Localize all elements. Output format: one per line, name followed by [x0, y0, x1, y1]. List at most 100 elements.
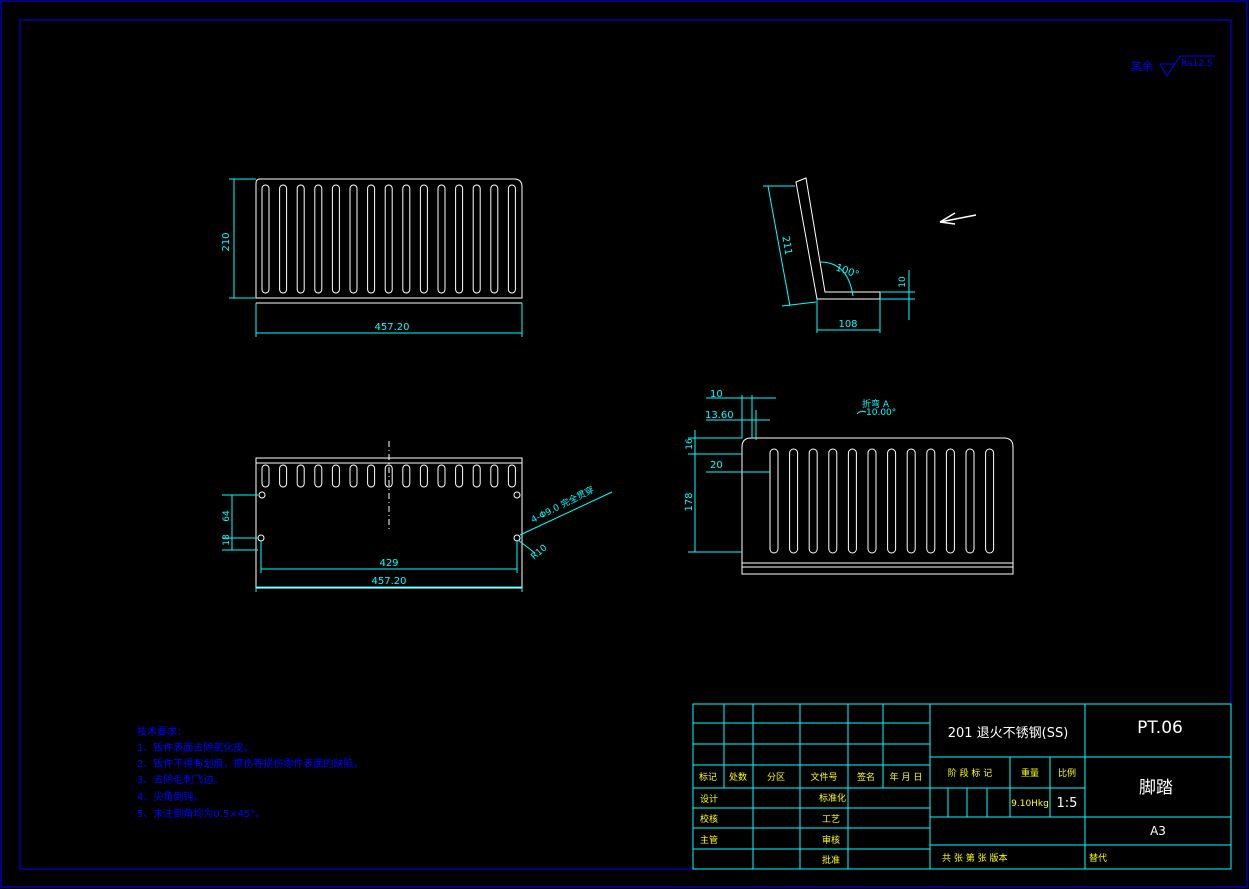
angle-arc — [819, 261, 854, 297]
top-slot — [507, 464, 516, 488]
role-review: 审核 — [822, 834, 840, 846]
hole-bottom-left — [257, 534, 265, 542]
front-slot — [507, 184, 516, 294]
title-block — [692, 703, 1232, 870]
front-height-dim: 210 — [221, 232, 232, 251]
detail-slot — [926, 448, 936, 554]
detail-slot — [867, 448, 877, 554]
top-slot — [472, 464, 481, 488]
top-slot — [402, 464, 411, 488]
tech-note-1: 1、钣件表面去除氧化皮。 — [137, 741, 253, 754]
part-name: 脚踏 — [1139, 778, 1173, 798]
top-slot — [419, 464, 428, 488]
header-sign: 签名 — [857, 771, 875, 783]
top-dim-429: 429 — [379, 558, 398, 569]
detail-slot — [985, 448, 995, 554]
top-view: 64 18 429 457.20 4-Φ9.0 完全贯穿 R10 — [222, 441, 613, 592]
role-standard: 标准化 — [819, 792, 846, 804]
detail-slot — [769, 448, 779, 554]
bend-note-icon — [856, 410, 867, 415]
front-slot — [437, 184, 446, 294]
supersede-label: 替代 — [1089, 852, 1107, 864]
bottom-sheet-info: 共 张 第 张 版本 — [942, 852, 1007, 864]
sheet-size: A3 — [1150, 824, 1166, 838]
front-slot — [261, 184, 270, 294]
header-mark: 标记 — [699, 771, 717, 783]
inner-frame — [19, 19, 1232, 870]
front-slot — [384, 184, 393, 294]
detail-view-outline — [741, 437, 1014, 564]
hole-top-left — [258, 491, 266, 499]
header-docno: 文件号 — [810, 771, 837, 783]
material-text: 201 退火不锈钢(SS) — [948, 726, 1069, 741]
role-manager: 主管 — [700, 834, 718, 846]
role-approve: 批准 — [822, 854, 840, 866]
roughness-label: 其余 — [1131, 59, 1153, 73]
side-view: 211 100° 10 108 — [763, 177, 977, 333]
roughness-symbol: 其余 Ra12.5 — [1131, 55, 1215, 77]
front-slot — [331, 184, 340, 294]
top-dim-457: 457.20 — [372, 576, 407, 587]
hole-top-right — [513, 491, 521, 499]
top-slots — [261, 464, 516, 488]
stage-header: 阶 段 标 记 — [948, 767, 993, 779]
detail-dim-10: 10 — [710, 389, 723, 400]
tech-note-5: 5、未注倒角均为0.5×45°。 — [137, 807, 265, 820]
front-slot — [472, 184, 481, 294]
bend-angle: 10.00° — [866, 408, 896, 418]
front-slot — [402, 184, 411, 294]
detail-slot — [887, 448, 897, 554]
front-slots — [261, 184, 516, 294]
scale-value: 1:5 — [1057, 796, 1078, 811]
hole-bottom-right — [513, 534, 521, 542]
top-slot — [296, 464, 305, 488]
tech-note-3: 3、去除毛刺飞边。 — [137, 773, 223, 786]
header-zone: 分区 — [767, 772, 785, 783]
roughness-value: Ra12.5 — [1181, 59, 1213, 69]
front-slot — [296, 184, 305, 294]
role-check: 校核 — [700, 813, 718, 825]
front-view: 210 457.20 — [221, 178, 523, 337]
front-slot — [349, 184, 358, 294]
detail-slot — [906, 448, 916, 554]
front-slot — [314, 184, 323, 294]
scale-header: 比例 — [1058, 767, 1076, 779]
tech-note-4: 4、尖角倒钝。 — [137, 790, 203, 803]
front-view-outline — [255, 178, 523, 299]
role-process: 工艺 — [822, 814, 840, 825]
role-design: 设计 — [700, 793, 718, 805]
header-count: 处数 — [729, 771, 747, 783]
side-thickness-dim: 10 — [898, 276, 908, 288]
top-slot — [349, 464, 358, 488]
tech-notes: 技术要求： 1、钣件表面去除氧化皮。 2、钣件不得有划痕，擦伤等损伤零件表面的缺… — [137, 725, 363, 820]
top-slot — [314, 464, 323, 488]
side-view-profile — [795, 177, 881, 300]
top-slot — [261, 464, 270, 488]
front-slot — [279, 184, 288, 294]
top-slot — [331, 464, 340, 488]
front-slot — [419, 184, 428, 294]
detail-slot — [789, 448, 799, 554]
top-slot — [384, 464, 393, 488]
detail-dim-16: 16 — [685, 438, 695, 450]
top-slot — [367, 464, 376, 488]
top-slot — [455, 464, 464, 488]
top-slot — [437, 464, 446, 488]
top-slot — [279, 464, 288, 488]
front-slot — [455, 184, 464, 294]
bend-label: 折弯 A — [862, 398, 890, 410]
roughness-check-icon — [1159, 55, 1215, 77]
top-dim-64: 64 — [222, 510, 232, 522]
detail-base-strip — [741, 562, 1014, 575]
detail-dim-20: 20 — [710, 460, 723, 471]
detail-slots — [769, 448, 995, 554]
detail-dim-13-60: 13.60 — [705, 410, 734, 421]
top-dim-18: 18 — [222, 534, 232, 546]
top-slot — [490, 464, 499, 488]
part-number: PT.06 — [1137, 718, 1183, 738]
detail-view: 10 13.60 16 20 178 折弯 A 10.00° — [684, 389, 1014, 575]
detail-slot — [965, 448, 975, 554]
front-slot — [367, 184, 376, 294]
